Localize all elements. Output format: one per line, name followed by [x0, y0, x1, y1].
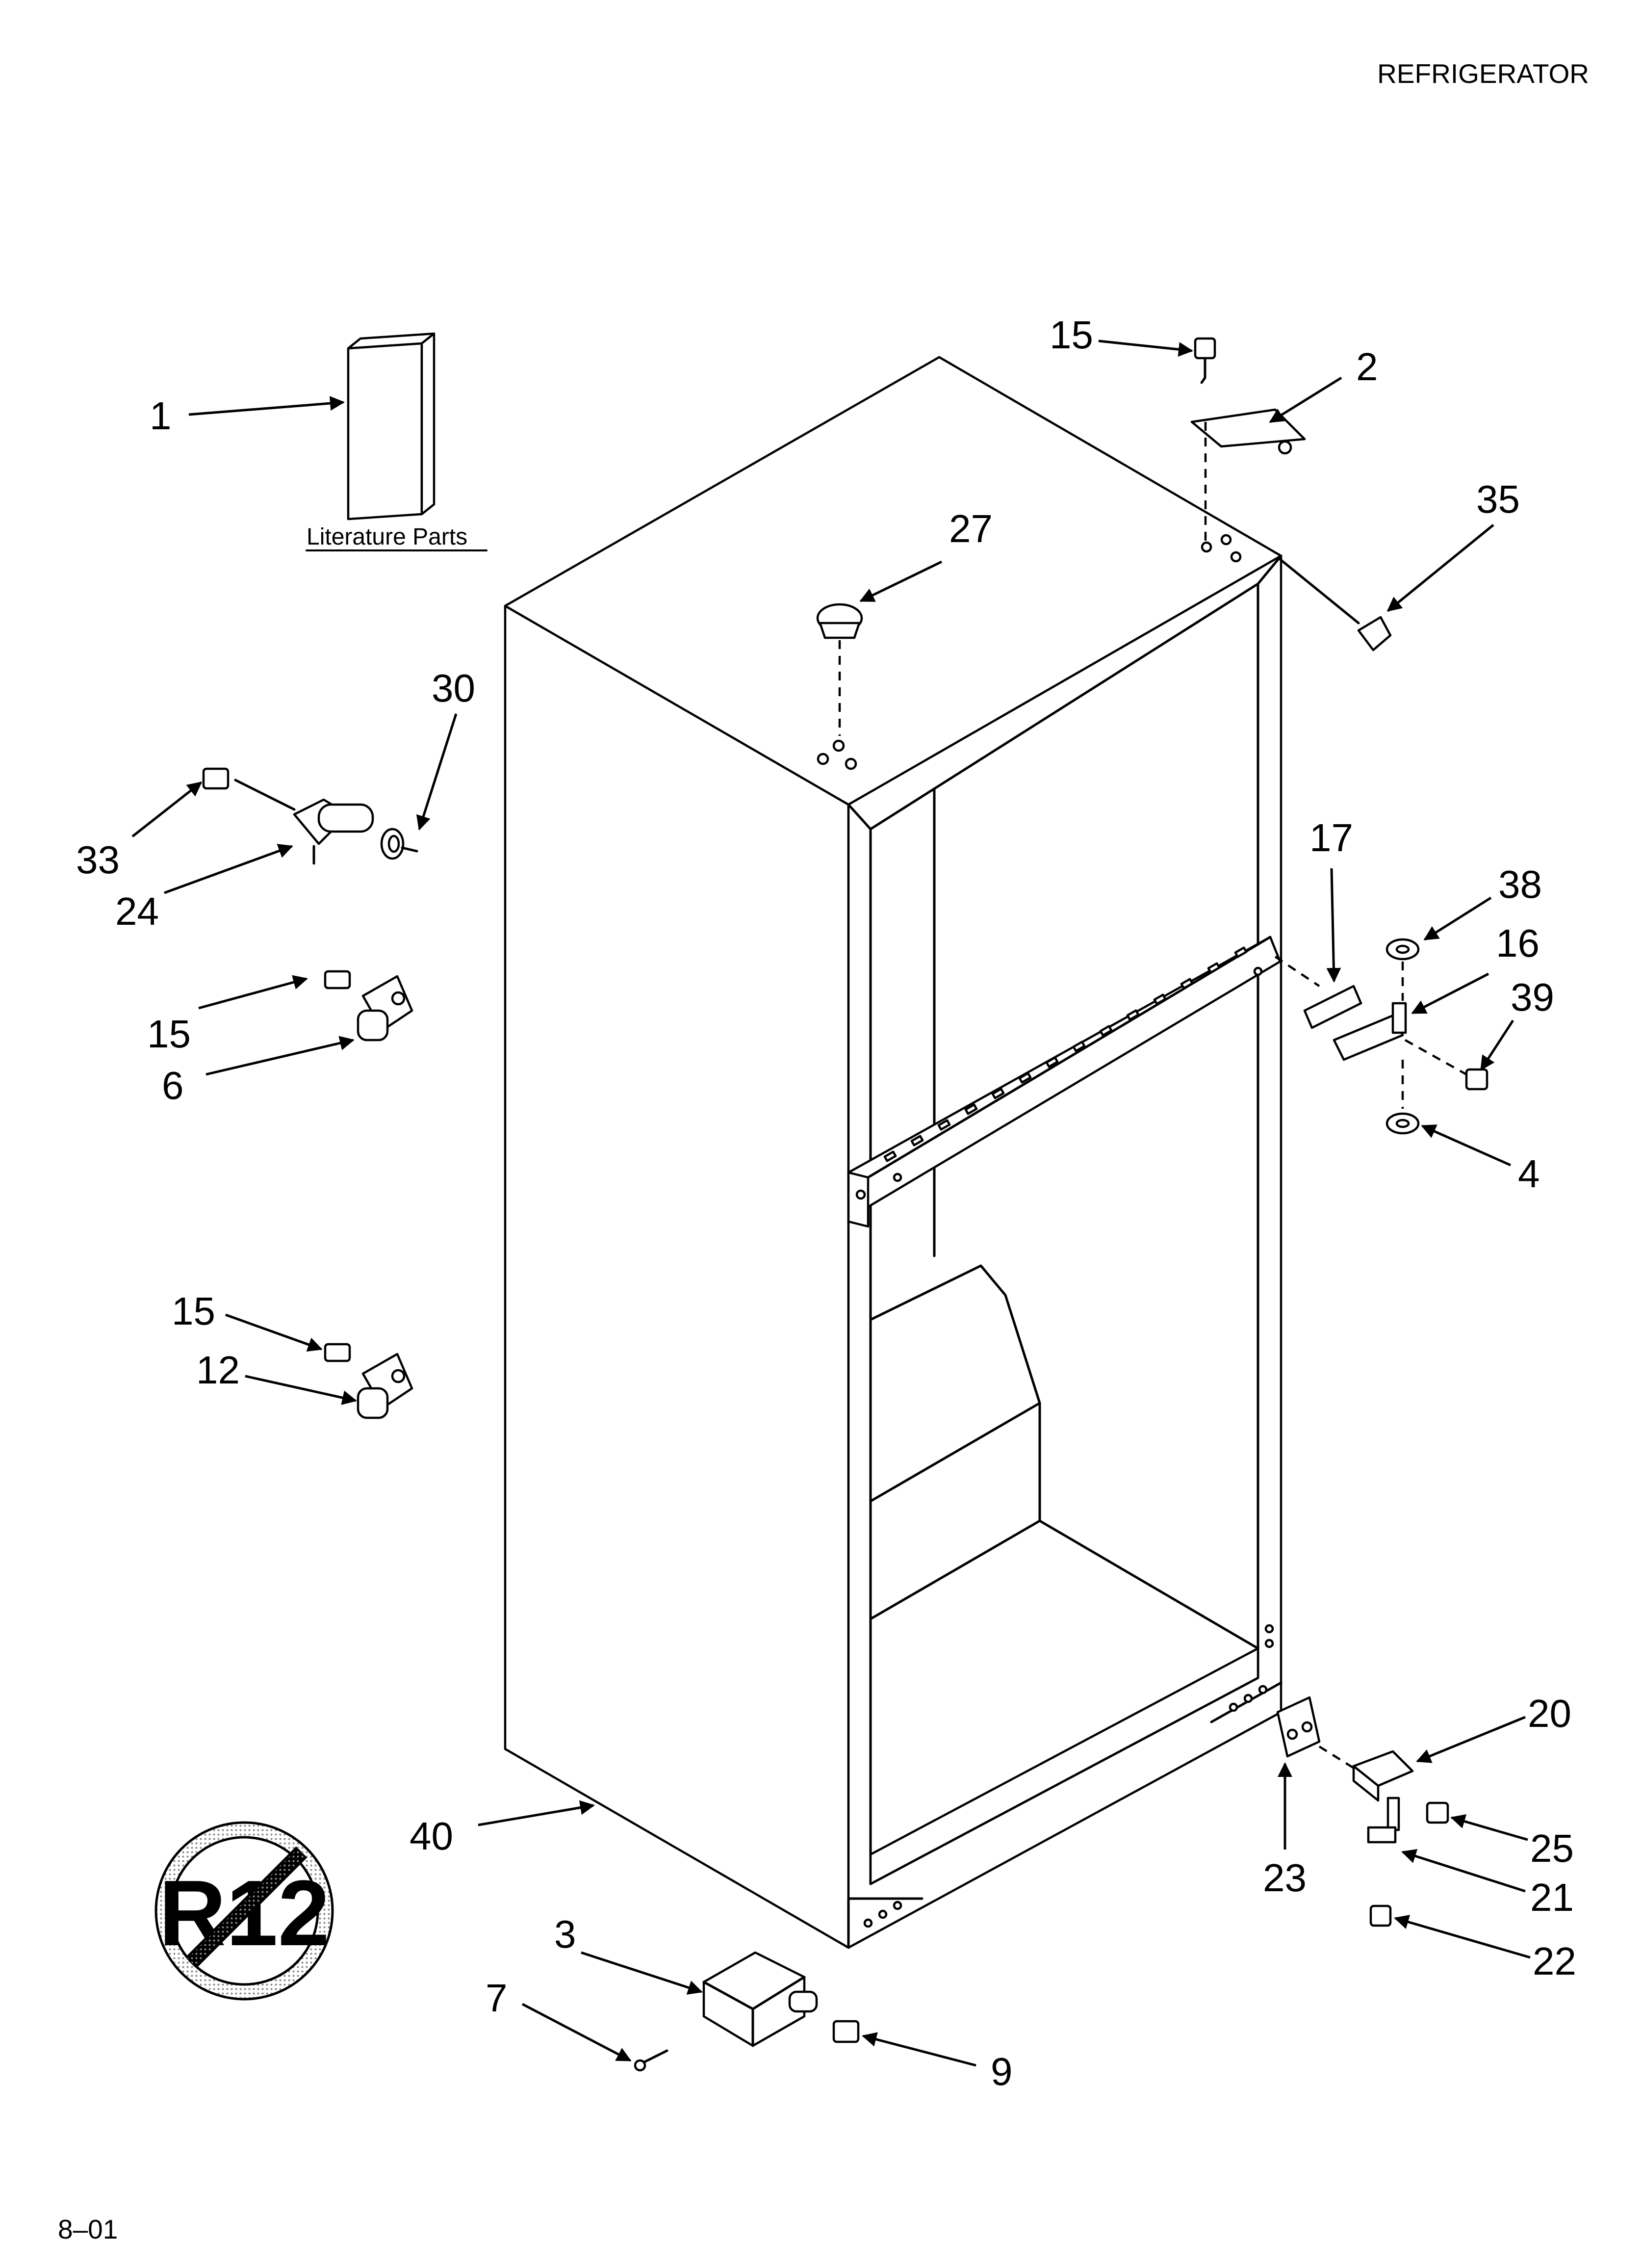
callout-6: 6: [162, 1064, 184, 1107]
hinge-clip-12: [324, 1343, 413, 1419]
callout-2: 2: [1356, 345, 1378, 389]
callout-15: 15: [1050, 313, 1093, 357]
callout-22: 22: [1533, 1939, 1576, 1983]
leveling-roller-assembly: [634, 1951, 860, 2072]
callout-23: 23: [1263, 1856, 1307, 1900]
page-title: REFRIGERATOR: [1377, 58, 1589, 89]
center-hinge-assembly: [1274, 938, 1488, 1135]
callout-27: 27: [949, 507, 993, 550]
hinge-cover-35: [1357, 616, 1392, 652]
callout-numbers: 1 15 2 35 27 30 33 24 15 6 15 12 17 38 1…: [76, 313, 1576, 2093]
literature-booklet: [347, 332, 436, 521]
callout-20: 20: [1528, 1692, 1571, 1735]
callout-15: 15: [172, 1289, 215, 1333]
callout-21: 21: [1530, 1876, 1574, 1919]
callout-12: 12: [196, 1348, 240, 1392]
callout-15: 15: [147, 1012, 191, 1056]
hinge-screw-top: [1194, 337, 1216, 384]
leader-lines: [131, 339, 1531, 2067]
callout-30: 30: [432, 666, 475, 710]
cabinet-shell: [504, 356, 1283, 1949]
top-hinge-bracket: [1190, 408, 1306, 455]
callout-39: 39: [1511, 975, 1554, 1019]
callout-24: 24: [115, 889, 159, 933]
callout-38: 38: [1498, 862, 1542, 906]
callout-16: 16: [1496, 921, 1539, 965]
callout-4: 4: [1518, 1152, 1540, 1196]
hinge-clip-6: [324, 970, 413, 1042]
callout-17: 17: [1309, 816, 1353, 860]
literature-caption: Literature Parts: [307, 524, 467, 550]
callout-40: 40: [410, 1814, 453, 1858]
door-stop-assembly: [202, 767, 418, 865]
callout-1: 1: [150, 394, 172, 438]
no-r12-badge: R12: [154, 1821, 334, 2001]
callout-35: 35: [1476, 477, 1520, 521]
callout-9: 9: [991, 2050, 1013, 2093]
callout-7: 7: [486, 1976, 508, 2020]
top-plug: [816, 603, 863, 639]
bottom-hinge-assembly: [1276, 1696, 1449, 1927]
date-code: 8–01: [58, 2214, 118, 2244]
callout-33: 33: [76, 838, 120, 882]
callout-25: 25: [1530, 1826, 1574, 1870]
callout-3: 3: [554, 1912, 576, 1956]
